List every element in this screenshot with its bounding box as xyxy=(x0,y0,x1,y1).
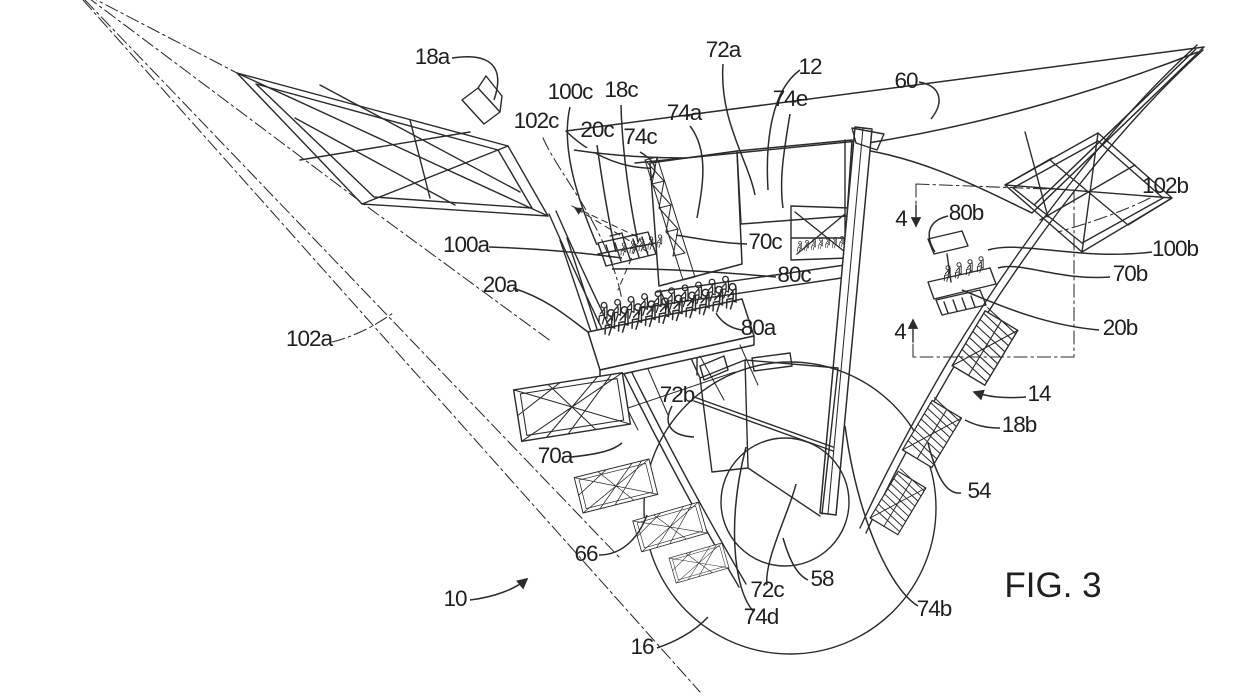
ref-label-20c: 20c xyxy=(580,117,614,142)
ref-label-66: 66 xyxy=(574,541,598,566)
ref-label-20a: 20a xyxy=(483,272,519,297)
ref-label-72b: 72b xyxy=(660,382,695,407)
ref-label-102a: 102a xyxy=(286,326,334,351)
ref-label-10: 10 xyxy=(443,586,467,611)
ref-label-60: 60 xyxy=(894,68,918,93)
leader-lines xyxy=(451,56,1153,649)
ref-label-100b: 100b xyxy=(1152,236,1199,261)
right-screen-truss xyxy=(1004,132,1173,253)
ref-label-102b: 102b xyxy=(1142,173,1189,198)
ref-label-70c: 70c xyxy=(748,229,782,254)
seating-platform xyxy=(587,298,755,380)
ref-label-102c: 102c xyxy=(514,108,560,133)
left-arm-truss-panels xyxy=(512,372,730,584)
reference-labels: 18a 100c 18c 102c 20c 74c 74a 72a 12 74e… xyxy=(286,37,1200,659)
projection-construction-lines xyxy=(82,0,701,693)
ref-label-72c: 72c xyxy=(750,577,784,602)
central-show-building xyxy=(634,139,859,376)
ref-label-12: 12 xyxy=(798,54,822,79)
ref-label-54: 54 xyxy=(967,478,991,503)
overall-reference-arrow xyxy=(469,577,529,601)
turntable-circles xyxy=(643,361,937,655)
ref-label-14: 14 xyxy=(1027,381,1051,406)
projector-unit xyxy=(597,231,657,267)
ref-label-18c: 18c xyxy=(604,77,638,102)
ref-label-74b: 74b xyxy=(917,596,952,621)
ref-label-70a: 70a xyxy=(538,443,574,468)
ref-label-80a: 80a xyxy=(741,315,777,340)
left-arm-assembly xyxy=(512,205,759,588)
ref-label-74c: 74c xyxy=(623,124,657,149)
ref-label-70b: 70b xyxy=(1113,261,1148,286)
ref-label-80b: 80b xyxy=(949,200,984,225)
figure-caption: FIG. 3 xyxy=(1004,566,1101,605)
ref-label-100a: 100a xyxy=(443,232,491,257)
ref-label-74d: 74d xyxy=(744,604,779,629)
ref-label-20b: 20b xyxy=(1103,315,1138,340)
ref-label-18a: 18a xyxy=(415,44,451,69)
ref-label-100c: 100c xyxy=(548,79,594,104)
ref-label-80c: 80c xyxy=(777,262,811,287)
right-arm-equipment xyxy=(869,230,1021,536)
ref-label-74e: 74e xyxy=(773,86,808,111)
ref-label-72a: 72a xyxy=(706,37,742,62)
section-cut-indicator xyxy=(331,183,1151,358)
section-label-4-bottom: 4 xyxy=(894,319,906,344)
ref-label-16: 16 xyxy=(630,634,654,659)
ref-label-58: 58 xyxy=(810,566,834,591)
ref-label-18b: 18b xyxy=(1002,412,1037,437)
section-label-4-top: 4 xyxy=(895,206,907,231)
ref-label-74a: 74a xyxy=(667,100,703,125)
left-screen-truss xyxy=(236,72,549,217)
